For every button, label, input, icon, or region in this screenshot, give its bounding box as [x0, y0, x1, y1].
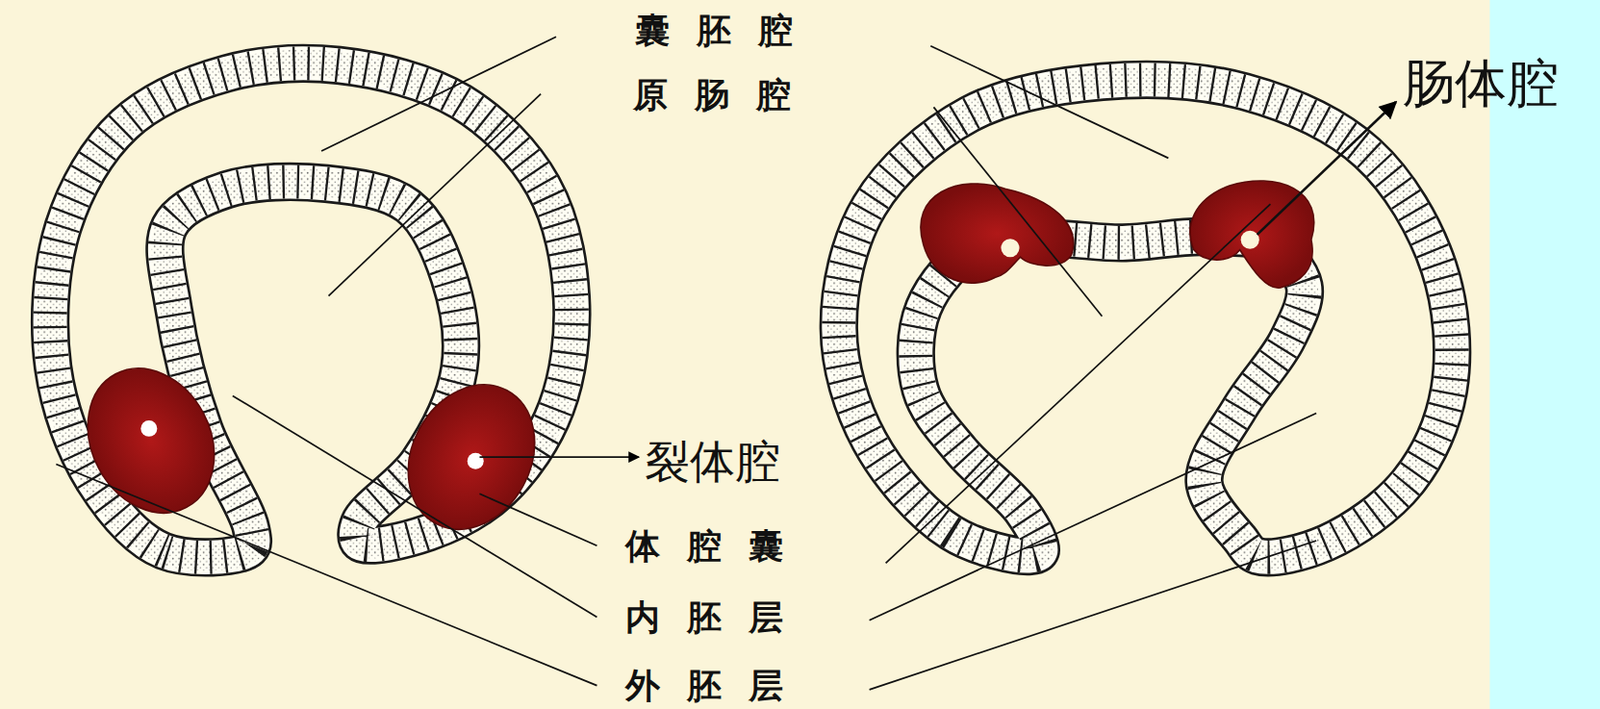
mesoderm-left	[63, 346, 559, 552]
part-label: 外胚层	[598, 666, 811, 706]
enterocoel-embryo	[838, 79, 1452, 558]
cavity-callout: 肠体腔	[1402, 54, 1559, 112]
part-label: 囊胚腔	[608, 11, 820, 51]
mesoderm-pouches	[920, 180, 1315, 288]
cell-nuclei	[838, 79, 1452, 558]
part-label: 体腔囊	[598, 527, 811, 566]
part-label: 内胚层	[598, 598, 811, 637]
cavity-callout: 裂体腔	[644, 436, 781, 487]
cell-walls	[50, 63, 572, 559]
cell-nuclei	[50, 63, 572, 559]
cell-layer-outline	[838, 79, 1452, 558]
leader-lines	[55, 36, 1397, 690]
schizocoel-embryo	[50, 63, 572, 559]
cell-walls	[838, 79, 1452, 558]
cell-layer-outline	[50, 63, 572, 559]
part-label: 原肠腔	[606, 76, 818, 115]
cell-layer-fill	[50, 63, 572, 559]
cell-layer-fill	[838, 79, 1452, 558]
